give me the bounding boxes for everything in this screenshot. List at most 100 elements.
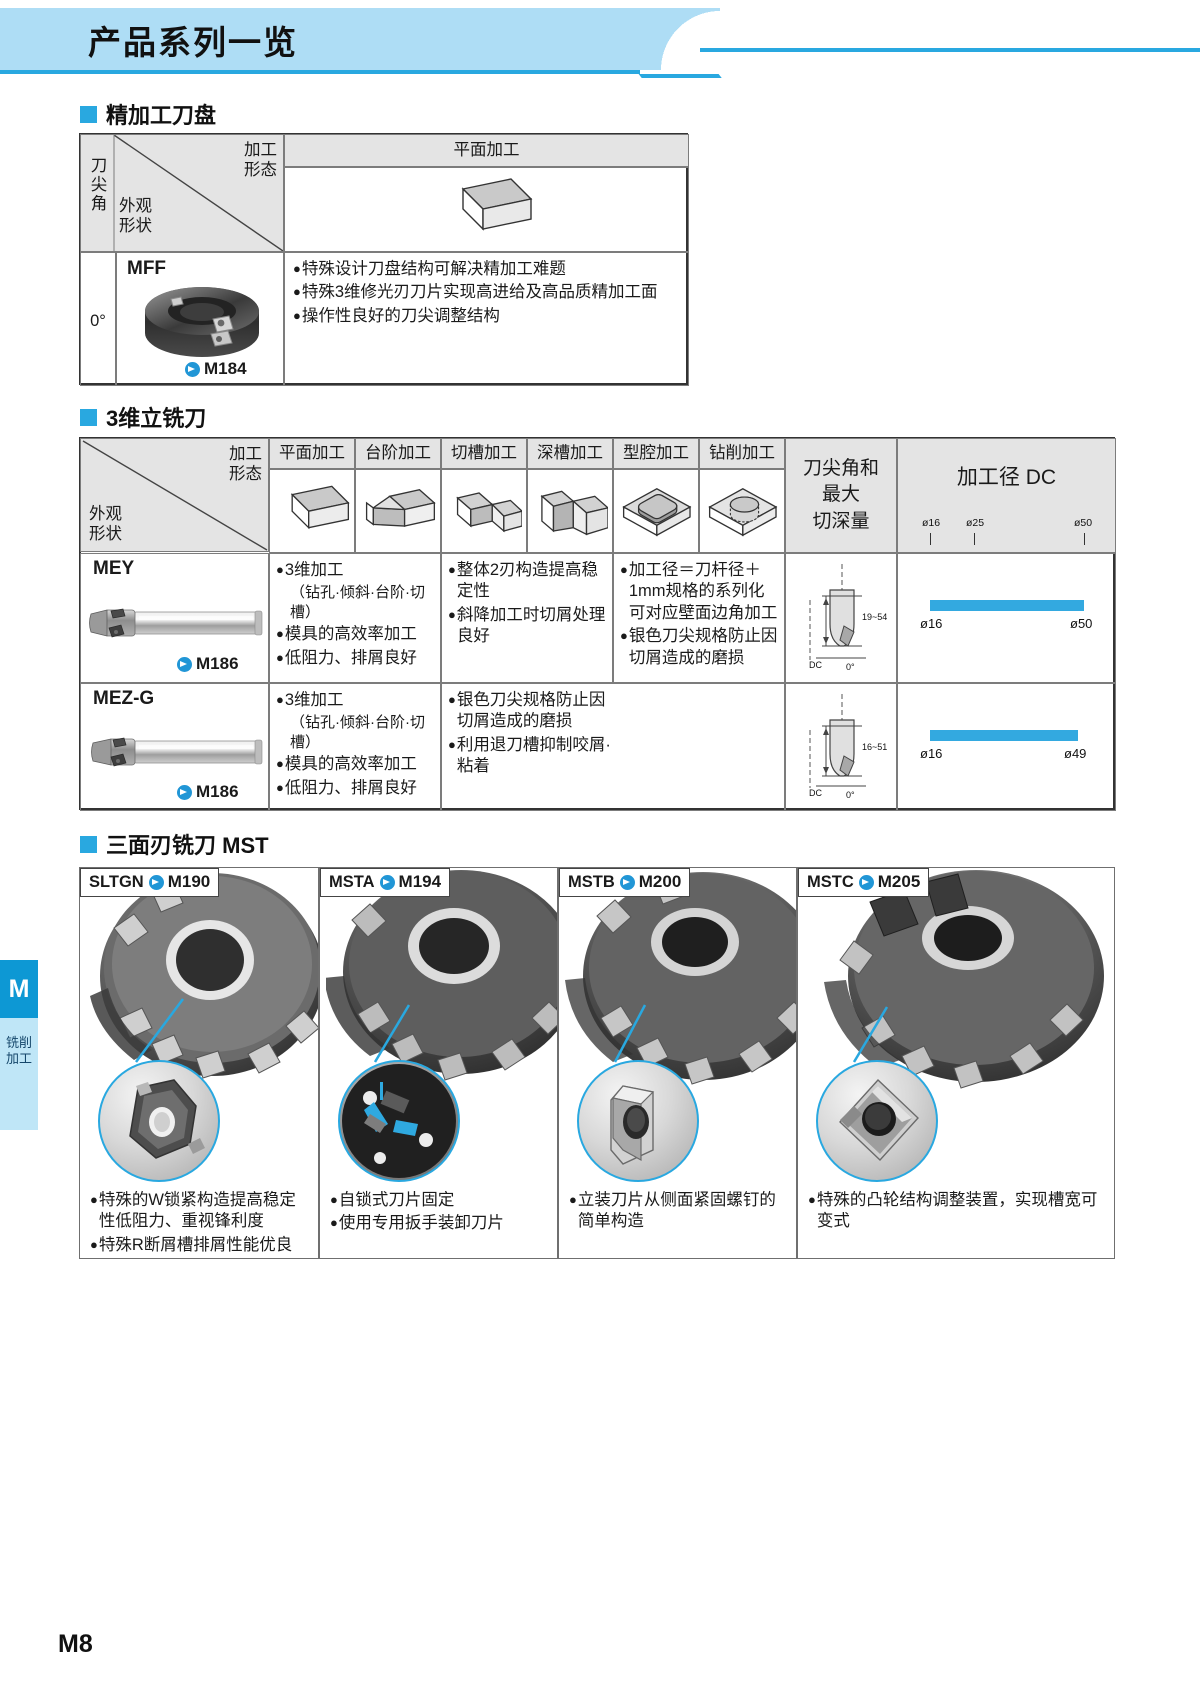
- page-ref-mey-label: M186: [196, 654, 239, 673]
- page-ref-mezg-label: M186: [196, 782, 239, 801]
- process-icon-cell-5: [699, 469, 785, 553]
- angle-diagram-cell-mey: 19~54 DC 0°: [785, 553, 897, 683]
- bullet-dot-icon: ●: [293, 284, 301, 300]
- process-column-header-3: 深槽加工: [527, 438, 613, 469]
- block-drill-icon: [708, 488, 778, 537]
- feature-list-mey-3: ●加工径＝刀杆径＋1mm规格的系列化可对应壁面边角加工 ●银色刀尖规格防止因切屑…: [620, 560, 779, 669]
- bullet-dot-icon: ●: [448, 692, 456, 707]
- face-mill-photo: [141, 285, 263, 363]
- page-ref-mezg[interactable]: M186: [177, 782, 239, 802]
- dc-max-label-mezg: ø49: [1064, 746, 1087, 761]
- mst-panel-mstb: MSTB M200 ●立装刀片从侧面紧固螺钉的简单构造: [558, 867, 797, 1259]
- section-title-1-text: 精加工刀盘: [106, 103, 217, 128]
- feature-cell-mey-1: ●3维加工 （钻孔·倾斜·台阶·切槽） ●模具的高效率加工 ●低阻力、排屑良好: [269, 553, 441, 683]
- page-ref-arrow-icon: [177, 784, 192, 800]
- dc-scale-label-0: ø16: [922, 517, 941, 529]
- feature-cell-mezg-1: ●3维加工 （钻孔·倾斜·台阶·切槽） ●模具的高效率加工 ●低阻力、排屑良好: [269, 683, 441, 811]
- header-curve: [660, 8, 720, 70]
- feature-cell-mey-2: ●整体2刃构造提高稳定性 ●斜降加工时切屑处理良好: [441, 553, 613, 683]
- product-cell-mff: MFF: [116, 252, 284, 386]
- mst-feature-list-mstc: ●特殊的凸轮结构调整装置，实现槽宽可变式: [804, 1190, 1110, 1235]
- angle-diagram-mey-icon: 19~54 DC 0°: [809, 564, 887, 672]
- process-icon-cell-1: [355, 469, 441, 553]
- section-title-3: 三面刃铣刀 MST: [80, 828, 269, 860]
- page-ref-mff[interactable]: M184: [185, 359, 247, 379]
- list-item: （钻孔·倾斜·台阶·切槽）: [276, 583, 435, 622]
- feature-subtext: （钻孔·倾斜·台阶·切槽）: [290, 714, 425, 751]
- page-ref-mstb-label: M200: [638, 872, 682, 891]
- list-item: ●低阻力、排屑良好: [276, 648, 435, 669]
- page-ref-mey[interactable]: M186: [177, 654, 239, 674]
- section-marker-icon: [80, 408, 97, 426]
- page-ref-arrow-icon: [379, 874, 395, 890]
- list-item: ●特殊的凸轮结构调整装置，实现槽宽可变式: [808, 1190, 1106, 1233]
- list-item: ●模具的高效率加工: [276, 754, 435, 775]
- process-column-header-5-label: 钻削加工: [709, 444, 775, 463]
- dc-min-label-mey: ø16: [920, 616, 943, 631]
- dc-cell-mezg: ø16 ø49: [897, 683, 1116, 811]
- endmill-mezg-photo: [87, 724, 263, 780]
- dc-bar-mey: [930, 600, 1084, 611]
- page-ref-sltgn[interactable]: M190: [148, 872, 210, 892]
- feature-text: 特殊3维修光刃刀片实现高进给及高品质精加工面: [301, 283, 658, 302]
- section-marker-icon: [80, 105, 97, 123]
- axis-label-rows: 刀尖角: [90, 157, 108, 213]
- feature-list-mey-2: ●整体2刃构造提高稳定性 ●斜降加工时切屑处理良好: [448, 560, 607, 648]
- page-ref-msta[interactable]: M194: [379, 872, 442, 892]
- process-column-header-1-label: 台阶加工: [365, 444, 431, 463]
- slotting-cutter-msta-photo: [320, 868, 557, 1258]
- svg-text:DC: DC: [809, 660, 822, 670]
- page-ref-msta-label: M194: [398, 872, 442, 891]
- feature-text: 立装刀片从侧面紧固螺钉的简单构造: [577, 1191, 776, 1231]
- bullet-dot-icon: ●: [276, 779, 284, 795]
- mst-panel-sltgn: SLTGN M190 ●特殊的W锁紧构造提高稳定性低阻力、重视锋利度 ●特殊R断…: [79, 867, 319, 1259]
- list-item: ●使用专用扳手装卸刀片: [330, 1213, 550, 1234]
- page-ref-mstb[interactable]: M200: [619, 872, 682, 892]
- dc-column-header: 加工径 DC ø16 ø25 ø50: [897, 438, 1116, 553]
- dc-max-label-mey: ø50: [1070, 616, 1093, 631]
- mst-tag-mstb[interactable]: MSTB M200: [559, 868, 691, 897]
- dc-scale-tick-1: [974, 533, 975, 545]
- page-folio: M8: [58, 1630, 93, 1658]
- mst-tag-mstc[interactable]: MSTC M205: [798, 868, 930, 897]
- bullet-dot-icon: ●: [276, 626, 284, 642]
- list-item: ●银色刀尖规格防止因切屑造成的磨损: [448, 690, 620, 733]
- bullet-dot-icon: ●: [808, 1192, 816, 1207]
- process-column-header-0-label: 平面加工: [453, 141, 520, 160]
- product-code-mff: MFF: [127, 258, 167, 279]
- mst-tag-sltgn[interactable]: SLTGN M190: [80, 868, 220, 897]
- feature-text: 自锁式刀片固定: [338, 1191, 455, 1209]
- section-title-2: 3维立铣刀: [80, 401, 206, 433]
- section-title-3-text: 三面刃铣刀 MST: [106, 833, 269, 858]
- page-ref-mstc[interactable]: M205: [858, 872, 920, 892]
- process-column-header-4-label: 型腔加工: [623, 444, 689, 463]
- feature-cell-mezg-2: ●银色刀尖规格防止因切屑造成的磨损 ●利用退刀槽抑制咬屑·粘着: [441, 683, 785, 811]
- bullet-dot-icon: ●: [330, 1192, 338, 1207]
- product-code-mey: MEY: [93, 558, 135, 579]
- bullet-dot-icon: ●: [620, 562, 628, 577]
- feature-text: 加工径＝刀杆径＋1mm规格的系列化可对应壁面边角加工: [628, 561, 778, 622]
- angle-diagram-cell-mezg: 16~51 DC 0°: [785, 683, 897, 811]
- bullet-dot-icon: ●: [448, 562, 456, 577]
- header-rule: [0, 48, 1200, 78]
- svg-text:16~51: 16~51: [862, 742, 887, 752]
- bullet-dot-icon: ●: [448, 606, 456, 622]
- feature-text: 斜降加工时切屑处理良好: [456, 605, 606, 646]
- svg-text:19~54: 19~54: [862, 612, 887, 622]
- list-item: ●特殊设计刀盘结构可解决精加工难题: [293, 259, 680, 280]
- table-3d-endmill: 加工形态 外观形状 平面加工 台阶加工 切槽加工 深槽加工 型腔加工 钻削加工: [79, 437, 1116, 811]
- page-ref-arrow-icon: [619, 874, 635, 890]
- feature-text: 模具的高效率加工: [284, 755, 417, 774]
- bullet-dot-icon: ●: [276, 649, 284, 665]
- process-column-header-0: 平面加工: [284, 134, 689, 167]
- process-icon-cell-4: [613, 469, 699, 553]
- insert-mstc-photo: [816, 1060, 938, 1182]
- corner-top-right-label: 加工形态: [244, 141, 277, 179]
- list-item: ●操作性良好的刀尖调整结构: [293, 306, 680, 327]
- section-title-1: 精加工刀盘: [80, 98, 216, 130]
- mst-panel-msta: MSTA M194 ●自锁式刀片固定 ●使用专用扳手装卸刀片: [319, 867, 558, 1259]
- block-slot-icon: [456, 492, 522, 533]
- mst-feature-list-sltgn: ●特殊的W锁紧构造提高稳定性低阻力、重视锋利度 ●特殊R断屑槽排屑性能优良: [86, 1190, 314, 1258]
- feature-text: 低阻力、排屑良好: [284, 648, 417, 667]
- mst-tag-msta[interactable]: MSTA M194: [320, 868, 451, 897]
